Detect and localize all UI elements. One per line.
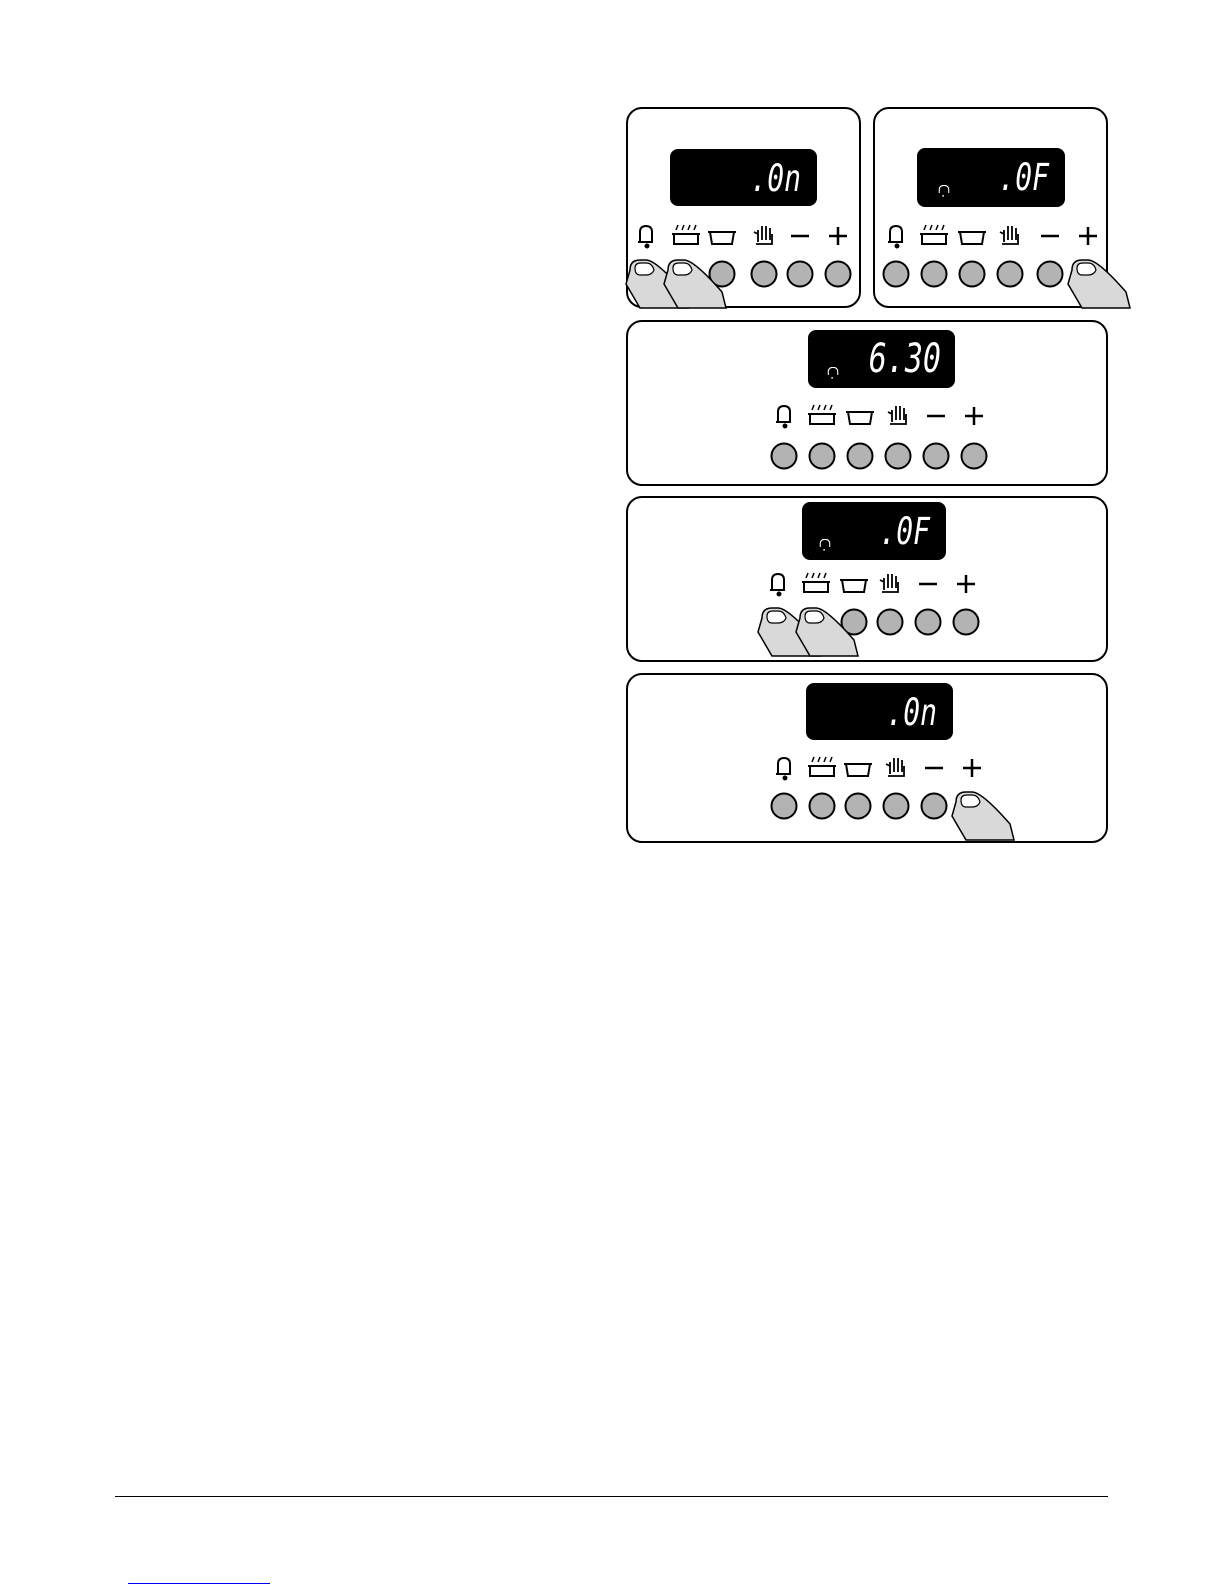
control-panel-3: 6.30: [626, 320, 1108, 486]
display-text: .0F: [998, 159, 1049, 197]
key-lock-indicator: [820, 539, 831, 547]
display-5: .0n: [806, 683, 953, 740]
display-4: .0F: [802, 502, 946, 560]
control-panel-1: .0n: [626, 107, 861, 308]
display-text: 6.30: [869, 340, 941, 381]
display-3: 6.30: [808, 330, 955, 388]
display-text: .0n: [886, 694, 937, 732]
key-lock-indicator: [939, 185, 950, 193]
footer-link-underline: [128, 1583, 270, 1584]
control-panel-2: .0F: [873, 107, 1108, 308]
display-2: .0F: [917, 148, 1065, 207]
key-lock-indicator: [828, 367, 839, 375]
control-panel-5: .0n: [626, 673, 1108, 843]
display-text: .0F: [879, 513, 930, 551]
display-text: .0n: [750, 160, 801, 198]
display-1: .0n: [670, 149, 817, 206]
control-panel-4: .0F: [626, 496, 1108, 662]
footer-rule: [115, 1496, 1108, 1497]
